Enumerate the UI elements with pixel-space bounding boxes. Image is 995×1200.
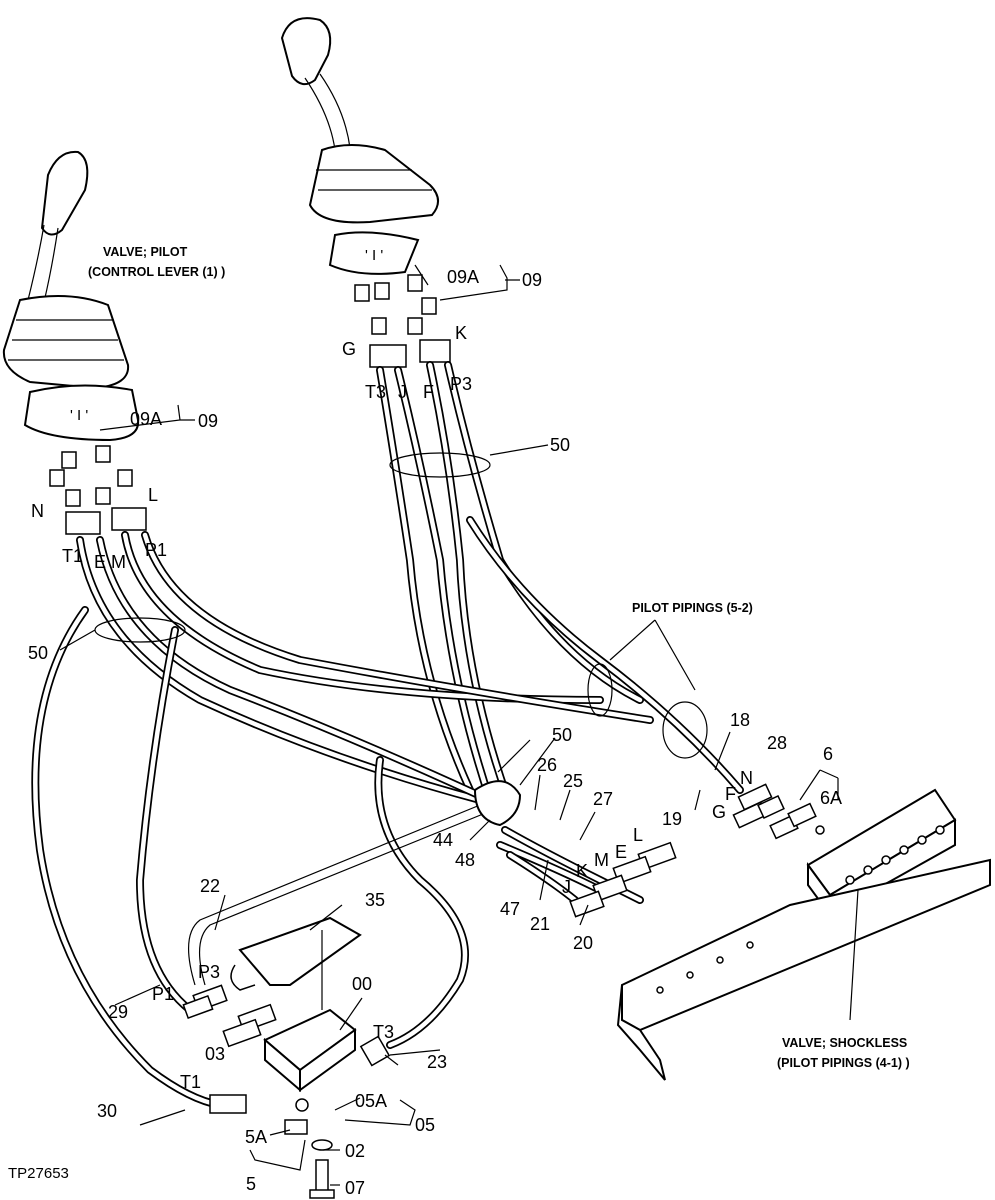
callout-19: 19 — [662, 809, 682, 829]
callout-6a: 6A — [820, 788, 842, 808]
callout-05a: 05A — [355, 1091, 387, 1111]
callout-n-left: N — [31, 501, 44, 521]
callout-p3-top: P3 — [450, 374, 472, 394]
callout-t1-low: T1 — [180, 1072, 201, 1092]
callout-50-mid: 50 — [552, 725, 572, 745]
callout-26: 26 — [537, 755, 557, 775]
figure-id: TP27653 — [8, 1165, 69, 1182]
right-control-lever: ' I ' — [280, 17, 439, 275]
callout-02: 02 — [345, 1141, 365, 1161]
callout-23: 23 — [427, 1052, 447, 1072]
callout-30: 30 — [97, 1101, 117, 1121]
pilot-pipings-52-caption: PILOT PIPINGS (5-2) — [632, 601, 753, 615]
callout-n-right: N — [740, 768, 753, 788]
callout-m-left: M — [111, 552, 126, 572]
svg-text:' I ': ' I ' — [70, 407, 88, 424]
callout-29: 29 — [108, 1002, 128, 1022]
callout-50-top: 50 — [550, 435, 570, 455]
callout-5: 5 — [246, 1174, 256, 1194]
callouts: 09A 09 G K T3 J F P3 50 09A 09 N L T1 E … — [28, 267, 842, 1198]
callout-21: 21 — [530, 914, 550, 934]
callout-t3-top: T3 — [365, 382, 386, 402]
callout-35: 35 — [365, 890, 385, 910]
callout-e-right: E — [615, 842, 627, 862]
callout-k-right: K — [576, 861, 588, 881]
callout-22: 22 — [200, 876, 220, 896]
callout-t1-left: T1 — [62, 546, 83, 566]
leader-lines — [59, 264, 859, 1186]
callout-09-top: 09 — [522, 270, 542, 290]
callout-g: G — [342, 339, 356, 359]
callout-t3-low: T3 — [373, 1022, 394, 1042]
shockless-caption-line2: (PILOT PIPINGS (4-1) ) — [777, 1056, 910, 1070]
callout-p3-low: P3 — [198, 962, 220, 982]
callout-l-right: L — [633, 825, 643, 845]
right-fittings — [569, 783, 825, 918]
captions: VALVE; PILOT (CONTROL LEVER (1) ) PILOT … — [8, 245, 910, 1182]
callout-05: 05 — [415, 1115, 435, 1135]
shockless-caption-line1: VALVE; SHOCKLESS — [782, 1036, 907, 1050]
callout-j-top: J — [398, 382, 407, 402]
callout-09-left: 09 — [198, 411, 218, 431]
callout-l-left: L — [148, 485, 158, 505]
callout-50-left: 50 — [28, 643, 48, 663]
mounting-bracket — [616, 858, 991, 1081]
callout-g-right: G — [712, 802, 726, 822]
callout-m-right: M — [594, 850, 609, 870]
left-valve-caption-line2: (CONTROL LEVER (1) ) — [88, 265, 225, 279]
callout-f-right: F — [725, 784, 736, 804]
callout-18: 18 — [730, 710, 750, 730]
callout-j-right: J — [562, 877, 571, 897]
callout-20: 20 — [573, 933, 593, 953]
callout-09a-top: 09A — [447, 267, 479, 287]
lower-valve-assembly — [182, 916, 391, 1199]
callout-p1-low: P1 — [152, 984, 174, 1004]
left-fittings — [49, 445, 147, 535]
callout-44: 44 — [433, 830, 453, 850]
hoses — [31, 361, 744, 1109]
callout-09a-left: 09A — [130, 409, 162, 429]
callout-e-left: E — [94, 552, 106, 572]
callout-p1-left: P1 — [145, 540, 167, 560]
svg-text:' I ': ' I ' — [365, 247, 383, 264]
left-control-lever: ' I ' — [2, 150, 140, 442]
callout-f-top: F — [423, 382, 434, 402]
callout-k: K — [455, 323, 467, 343]
callout-25: 25 — [563, 771, 583, 791]
left-valve-caption-line1: VALVE; PILOT — [103, 245, 188, 259]
callout-03: 03 — [205, 1044, 225, 1064]
callout-00: 00 — [352, 974, 372, 994]
callout-07: 07 — [345, 1178, 365, 1198]
callout-27: 27 — [593, 789, 613, 809]
callout-6: 6 — [823, 744, 833, 764]
callout-5a: 5A — [245, 1127, 267, 1147]
callout-47: 47 — [500, 899, 520, 919]
callout-28: 28 — [767, 733, 787, 753]
callout-48: 48 — [455, 850, 475, 870]
top-fittings — [354, 274, 451, 368]
